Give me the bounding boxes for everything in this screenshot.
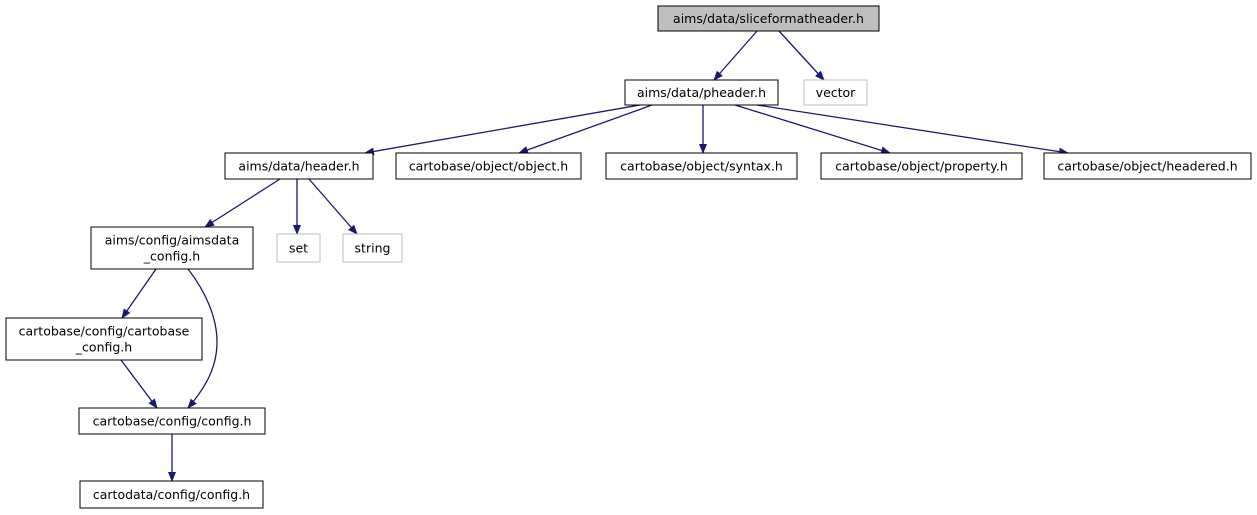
node-header[interactable]: aims/data/header.h bbox=[224, 152, 374, 180]
node-label: cartobase/object/headered.h bbox=[1057, 159, 1237, 174]
node-aimsdata_config[interactable]: aims/config/aimsdata_config.h bbox=[90, 226, 254, 270]
edge-header-to-string bbox=[308, 178, 358, 235]
node-label: cartobase/object/syntax.h bbox=[620, 159, 783, 174]
node-label: vector bbox=[816, 85, 857, 100]
edge-aimsdata_config-to-cartobase_config bbox=[121, 268, 157, 319]
node-label: cartodata/config/config.h bbox=[93, 487, 250, 502]
nodes-layer: aims/data/sliceformatheader.h aims/data/p… bbox=[5, 5, 1252, 509]
node-box bbox=[1043, 152, 1252, 180]
node-box bbox=[342, 233, 403, 263]
node-cartobase_config[interactable]: cartobase/config/cartobase_config.h bbox=[5, 317, 203, 361]
node-box bbox=[90, 226, 254, 270]
node-box bbox=[395, 152, 582, 180]
node-box bbox=[79, 480, 264, 509]
node-object[interactable]: cartobase/object/object.h bbox=[395, 152, 582, 180]
node-box bbox=[820, 152, 1023, 180]
edge-sliceformatheader-to-vector bbox=[778, 30, 825, 81]
node-headered[interactable]: cartobase/object/headered.h bbox=[1043, 152, 1252, 180]
edge-pheader-to-header bbox=[364, 104, 641, 156]
node-box bbox=[657, 5, 880, 32]
edge-aimsdata_config-to-cb_config bbox=[187, 268, 218, 409]
node-syntax[interactable]: cartobase/object/syntax.h bbox=[605, 152, 798, 180]
node-box bbox=[224, 152, 374, 180]
edges-layer bbox=[120, 30, 1069, 482]
edge-pheader-to-property bbox=[734, 104, 891, 155]
edge-cartobase_config-to-cb_config bbox=[120, 359, 158, 409]
node-label: cartobase/object/property.h bbox=[835, 159, 1008, 174]
node-label: aims/data/pheader.h bbox=[637, 85, 766, 100]
node-box bbox=[5, 317, 203, 361]
node-label: cartobase/config/cartobase bbox=[19, 324, 190, 339]
node-label: string bbox=[355, 241, 391, 256]
node-property[interactable]: cartobase/object/property.h bbox=[820, 152, 1023, 180]
node-label: aims/data/header.h bbox=[238, 159, 359, 174]
node-label: aims/data/sliceformatheader.h bbox=[673, 11, 864, 26]
node-label: _config.h bbox=[75, 340, 132, 355]
node-set: set bbox=[276, 233, 321, 263]
node-label: cartobase/config/config.h bbox=[93, 414, 252, 429]
edge-pheader-to-object bbox=[518, 104, 653, 154]
node-label: _config.h bbox=[143, 249, 200, 264]
node-box bbox=[605, 152, 798, 180]
edge-header-to-aimsdata_config bbox=[204, 178, 281, 228]
node-label: aims/config/aimsdata bbox=[105, 233, 239, 248]
node-pheader[interactable]: aims/data/pheader.h bbox=[624, 79, 779, 106]
node-cd_config[interactable]: cartodata/config/config.h bbox=[79, 480, 264, 509]
node-box bbox=[803, 79, 868, 106]
edge-pheader-to-headered bbox=[756, 104, 1069, 156]
node-box bbox=[276, 233, 321, 263]
node-label: cartobase/object/object.h bbox=[409, 159, 568, 174]
node-label: set bbox=[289, 241, 308, 256]
node-cb_config[interactable]: cartobase/config/config.h bbox=[78, 407, 266, 435]
node-vector: vector bbox=[803, 79, 868, 106]
edge-sliceformatheader-to-pheader bbox=[713, 30, 758, 81]
node-box bbox=[78, 407, 266, 435]
node-string: string bbox=[342, 233, 403, 263]
node-sliceformatheader[interactable]: aims/data/sliceformatheader.h bbox=[657, 5, 880, 32]
node-box bbox=[624, 79, 779, 106]
